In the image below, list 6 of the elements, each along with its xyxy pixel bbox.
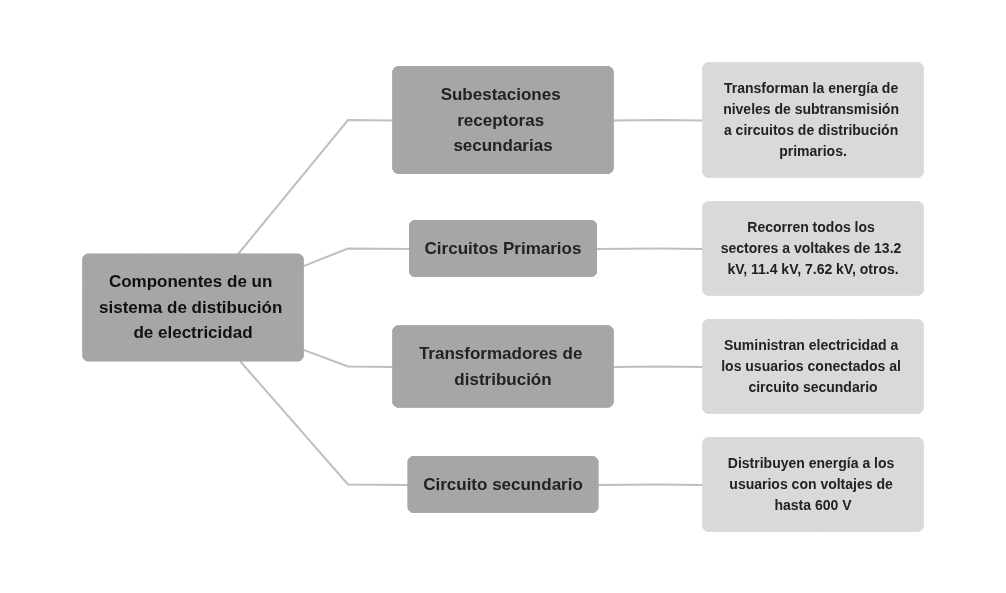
connector — [612, 118, 705, 121]
connector — [239, 359, 410, 486]
connector — [302, 348, 395, 368]
connector — [595, 247, 705, 250]
connector — [597, 483, 705, 486]
connector — [612, 365, 705, 368]
